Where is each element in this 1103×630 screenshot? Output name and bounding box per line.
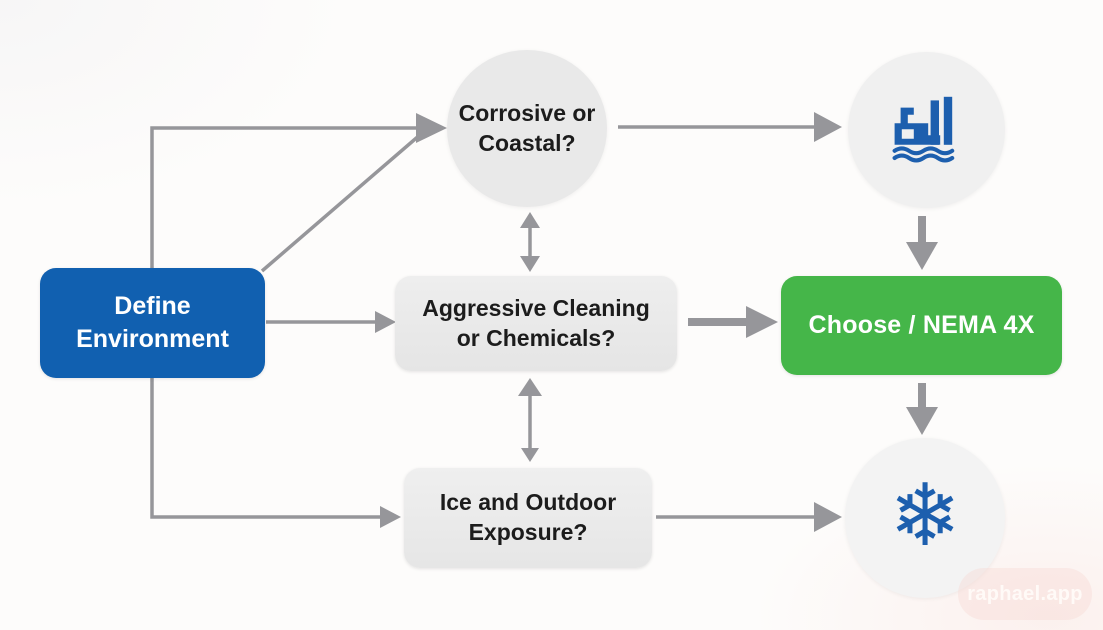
node-corrosive-or-coastal-label: Corrosive or Coastal?	[458, 99, 596, 156]
arrowhead	[375, 311, 396, 333]
node-snowflake: ❄	[845, 438, 1005, 598]
arrowhead	[521, 448, 539, 462]
node-corrosive-or-coastal: Corrosive or Coastal?	[447, 50, 607, 207]
watermark-badge: raphael.app	[958, 568, 1092, 620]
arrow-define-to-corrosive-elbow	[150, 126, 418, 268]
factory-icon	[885, 92, 969, 169]
node-choose-nema-4x-label: Choose / NEMA 4X	[808, 311, 1035, 339]
arrowhead	[520, 212, 540, 228]
arrowhead	[746, 306, 778, 338]
node-ice-outdoor-label: Ice and Outdoor Exposure?	[439, 489, 617, 545]
arrowhead	[814, 112, 842, 142]
node-aggressive-cleaning-label: Aggressive Cleaning or Chemicals?	[422, 294, 650, 351]
arrowhead	[906, 407, 938, 435]
arrowhead	[906, 242, 938, 270]
arrow-define-to-ice-elbow	[150, 378, 384, 519]
node-factory	[848, 52, 1005, 208]
arrowhead	[380, 506, 401, 528]
arrow-define-to-corrosive-diagonal	[260, 132, 423, 273]
arrowhead	[520, 256, 540, 272]
snowflake-icon: ❄	[888, 466, 962, 566]
node-ice-outdoor: Ice and Outdoor Exposure?	[404, 468, 652, 568]
watermark-text: raphael.app	[967, 582, 1083, 605]
node-define-environment-label: Define Environment	[76, 292, 229, 353]
node-define-environment: Define Environment	[40, 268, 265, 378]
arrowhead	[518, 378, 542, 396]
node-choose-nema-4x: Choose / NEMA 4X	[781, 276, 1062, 375]
node-aggressive-cleaning: Aggressive Cleaning or Chemicals?	[395, 276, 677, 371]
arrowhead	[814, 502, 842, 532]
arrowhead	[416, 113, 447, 143]
